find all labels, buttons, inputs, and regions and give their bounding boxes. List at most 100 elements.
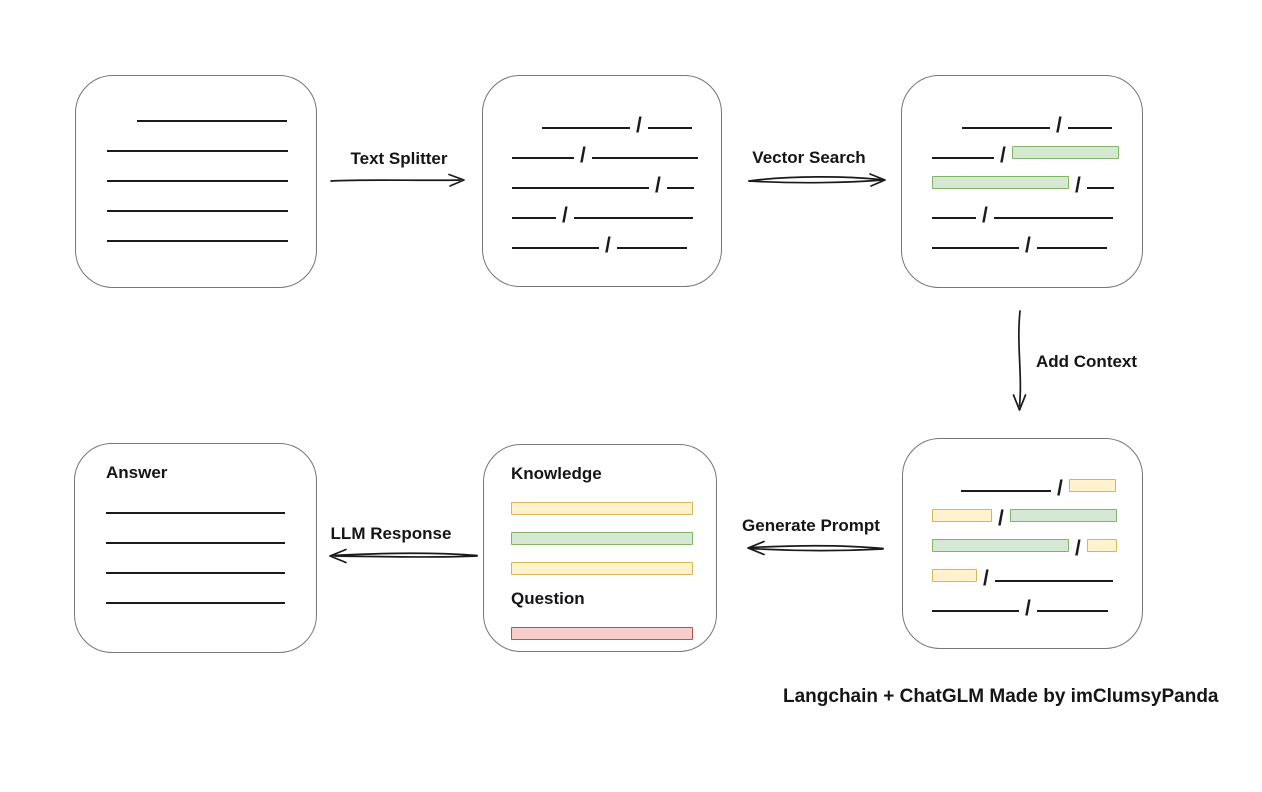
text-line bbox=[512, 187, 649, 189]
text-line bbox=[106, 512, 285, 514]
text-line bbox=[932, 157, 994, 159]
yellow-highlight-bar bbox=[1068, 479, 1116, 492]
text-line bbox=[107, 150, 288, 152]
segment-row: / bbox=[932, 219, 1142, 256]
segment-row: / bbox=[542, 99, 721, 136]
slash-separator: / bbox=[1000, 144, 1006, 167]
green-highlight-bar bbox=[1011, 146, 1119, 159]
text-line bbox=[1086, 187, 1114, 189]
segment-row: / bbox=[512, 219, 721, 256]
text-line bbox=[647, 127, 692, 129]
text-line bbox=[512, 217, 556, 219]
text-line bbox=[1036, 610, 1108, 612]
node-search-result: ///// bbox=[901, 75, 1143, 288]
segment-row bbox=[106, 574, 316, 604]
edge-label-add-context: Add Context bbox=[1036, 352, 1138, 371]
answer-label: Answer bbox=[106, 463, 168, 482]
generate-prompt-arrow bbox=[747, 540, 884, 556]
text-line bbox=[932, 610, 1019, 612]
diagram-caption: Langchain + ChatGLM Made by imClumsyPand… bbox=[783, 686, 1219, 707]
edge-label-llm-response: LLM Response bbox=[330, 524, 452, 543]
slash-separator: / bbox=[1025, 597, 1031, 620]
edge-label-text-splitter: Text Splitter bbox=[350, 149, 448, 168]
node-prompt: Knowledge Question bbox=[483, 444, 717, 652]
slash-separator: / bbox=[605, 234, 611, 257]
segment-row: / bbox=[932, 159, 1142, 196]
segment-row: / bbox=[962, 99, 1142, 136]
context-lines: ///// bbox=[903, 439, 1142, 619]
slash-separator: / bbox=[998, 507, 1004, 530]
segment-row: / bbox=[512, 189, 721, 226]
segment-row: / bbox=[932, 522, 1142, 559]
slash-separator: / bbox=[1025, 234, 1031, 257]
question-label: Question bbox=[511, 589, 585, 608]
slash-separator: / bbox=[1057, 477, 1063, 500]
text-line bbox=[107, 240, 288, 242]
text-line bbox=[137, 120, 287, 122]
slash-separator: / bbox=[1075, 174, 1081, 197]
vector-search-arrow bbox=[748, 173, 886, 187]
segment-row: / bbox=[961, 462, 1142, 499]
knowledge-label: Knowledge bbox=[511, 464, 602, 483]
slash-separator: / bbox=[655, 174, 661, 197]
text-line bbox=[961, 490, 1051, 492]
green-highlight-bar bbox=[932, 176, 1069, 189]
text-line bbox=[512, 247, 599, 249]
text-line bbox=[591, 157, 698, 159]
answer-lines bbox=[106, 484, 316, 604]
segment-row bbox=[107, 152, 316, 182]
green-highlight-bar bbox=[1009, 509, 1117, 522]
text-line bbox=[107, 180, 288, 182]
segment-row: / bbox=[932, 582, 1142, 619]
text-line bbox=[106, 542, 285, 544]
answer-content: Answer bbox=[75, 444, 316, 604]
document-lines bbox=[76, 76, 316, 242]
green-highlight-bar bbox=[932, 539, 1069, 552]
text-splitter-arrow bbox=[330, 173, 465, 187]
text-line bbox=[512, 157, 574, 159]
text-line bbox=[616, 247, 687, 249]
text-line bbox=[962, 127, 1050, 129]
text-line bbox=[993, 217, 1113, 219]
segment-row bbox=[511, 610, 716, 640]
chunk-lines: / / / / / bbox=[483, 76, 721, 256]
segment-row bbox=[106, 544, 316, 574]
slash-separator: / bbox=[1075, 537, 1081, 560]
text-line bbox=[932, 217, 976, 219]
text-line bbox=[666, 187, 694, 189]
knowledge-bars bbox=[511, 485, 716, 575]
segment-row: / bbox=[512, 129, 721, 166]
node-text-chunks: / / / / / bbox=[482, 75, 722, 287]
segment-row: / bbox=[932, 552, 1142, 589]
segment-row: / bbox=[932, 129, 1142, 166]
text-line bbox=[1036, 247, 1107, 249]
text-line bbox=[542, 127, 630, 129]
node-context: ///// bbox=[902, 438, 1143, 649]
prompt-content: Knowledge Question bbox=[484, 445, 716, 640]
segment-row bbox=[107, 122, 316, 152]
segment-row: / bbox=[932, 492, 1142, 529]
segment-row bbox=[106, 484, 316, 514]
slash-separator: / bbox=[636, 114, 642, 137]
text-line bbox=[106, 572, 285, 574]
search-result-lines: ///// bbox=[902, 76, 1142, 256]
text-line bbox=[106, 602, 285, 604]
slash-separator: / bbox=[1056, 114, 1062, 137]
slash-separator: / bbox=[580, 144, 586, 167]
edge-label-vector-search: Vector Search bbox=[752, 148, 866, 167]
slash-separator: / bbox=[562, 204, 568, 227]
yellow-highlight-bar bbox=[511, 502, 693, 515]
text-line bbox=[107, 210, 288, 212]
edge-label-generate-prompt: Generate Prompt bbox=[742, 516, 880, 535]
yellow-highlight-bar bbox=[932, 509, 992, 522]
segment-row bbox=[511, 515, 716, 545]
segment-row bbox=[107, 212, 316, 242]
segment-row bbox=[106, 514, 316, 544]
segment-row: / bbox=[932, 189, 1142, 226]
yellow-highlight-bar bbox=[932, 569, 977, 582]
green-highlight-bar bbox=[511, 532, 693, 545]
segment-row bbox=[511, 485, 716, 515]
question-bar bbox=[511, 610, 716, 640]
node-document bbox=[75, 75, 317, 288]
